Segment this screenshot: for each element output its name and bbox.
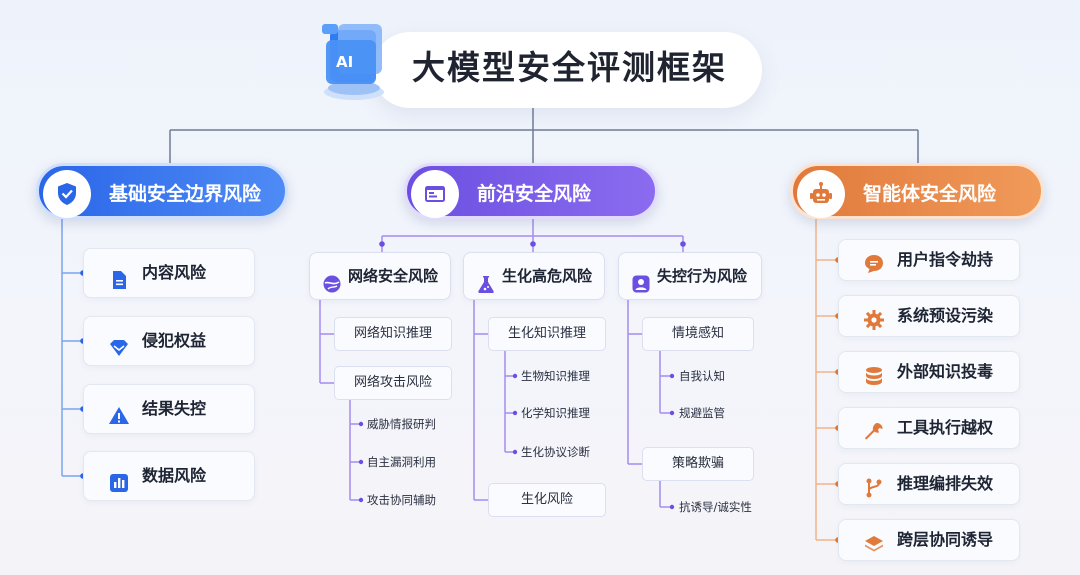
item-label: 侵犯权益 <box>142 331 207 350</box>
branch-icon <box>863 474 885 498</box>
ai-badge-text: AI <box>336 53 353 71</box>
sub-loss-of-control-behavior-risk: 失控行为风险 <box>618 252 762 300</box>
page-title: 大模型安全评测框架 <box>412 48 727 87</box>
item-outcome-loss-of-control: 结果失控 <box>83 384 255 434</box>
leaf-threat-intel-analysis: 威胁情报研判 <box>367 417 436 431</box>
sub-label: 生化高危风险 <box>502 267 593 285</box>
item-label: 工具执行越权 <box>897 418 994 437</box>
item-reasoning-orchestration-failure: 推理编排失效 <box>838 463 1020 505</box>
item-label: 跨层协同诱导 <box>897 530 994 549</box>
item-user-instruction-hijack: 用户指令劫持 <box>838 239 1020 281</box>
bar-chart-icon <box>108 465 130 492</box>
wrench-icon <box>863 418 885 440</box>
title-pill <box>372 32 762 108</box>
leaf-autonomous-vuln-exploit: 自主漏洞利用 <box>367 455 436 469</box>
node-strategic-deception: 策略欺骗 <box>642 447 754 481</box>
gear-icon <box>863 306 885 330</box>
category-agent-security: 智能体安全风险 <box>790 163 1044 219</box>
node-network-attack-risk: 网络攻击风险 <box>334 366 452 400</box>
sub-label: 失控行为风险 <box>657 267 748 285</box>
category-label: 智能体安全风险 <box>863 183 997 205</box>
category-label: 基础安全边界风险 <box>109 183 262 205</box>
item-tool-execution-overreach: 工具执行越权 <box>838 407 1020 449</box>
leaf-biology-knowledge-reasoning: 生物知识推理 <box>521 369 590 383</box>
diamond-icon <box>108 330 130 356</box>
item-label: 数据风险 <box>142 466 207 485</box>
user-lock-icon <box>631 266 651 293</box>
node-situational-awareness: 情境感知 <box>642 317 754 351</box>
leaf-self-awareness: 自我认知 <box>679 369 725 383</box>
item-system-preset-pollution: 系统预设污染 <box>838 295 1020 337</box>
item-label: 内容风险 <box>142 263 207 282</box>
flask-icon <box>476 266 496 293</box>
node-biochem-knowledge-reasoning: 生化知识推理 <box>488 317 606 351</box>
category-frontier-security: 前沿安全风险 <box>404 163 658 219</box>
chat-bubble-icon <box>863 250 885 273</box>
leaf-inducement-resistance-honesty: 抗诱导/诚实性 <box>679 500 752 514</box>
sub-label: 网络安全风险 <box>348 267 439 285</box>
sub-network-security-risk: 网络安全风险 <box>309 252 451 300</box>
item-label: 外部知识投毒 <box>897 362 994 381</box>
item-label: 系统预设污染 <box>897 306 994 325</box>
leaf-evade-oversight: 规避监管 <box>679 406 725 420</box>
ai-folder-icon: AI <box>308 18 400 110</box>
shield-icon <box>43 170 91 218</box>
item-external-knowledge-poisoning: 外部知识投毒 <box>838 351 1020 393</box>
item-cross-layer-induction: 跨层协同诱导 <box>838 519 1020 561</box>
item-rights-infringement: 侵犯权益 <box>83 316 255 366</box>
item-label: 用户指令劫持 <box>897 250 994 269</box>
globe-icon <box>322 266 342 293</box>
item-label: 结果失控 <box>142 399 207 418</box>
document-icon <box>108 262 130 289</box>
item-label: 推理编排失效 <box>897 474 994 493</box>
category-basic-security: 基础安全边界风险 <box>36 163 288 219</box>
layers-icon <box>863 530 885 552</box>
database-icon <box>863 362 885 385</box>
leaf-chemistry-knowledge-reasoning: 化学知识推理 <box>521 406 590 420</box>
node-biochem-risk: 生化风险 <box>488 483 606 517</box>
leaf-biochem-protocol-diagnosis: 生化协议诊断 <box>521 445 590 459</box>
node-network-knowledge-reasoning: 网络知识推理 <box>334 317 452 351</box>
warning-icon <box>108 398 130 424</box>
item-data-risk: 数据风险 <box>83 451 255 501</box>
sub-biochem-risk: 生化高危风险 <box>463 252 605 300</box>
category-label: 前沿安全风险 <box>477 183 592 205</box>
browser-window-icon <box>411 170 459 218</box>
leaf-attack-collaboration-assist: 攻击协同辅助 <box>367 493 436 507</box>
robot-icon <box>797 170 845 218</box>
item-content-risk: 内容风险 <box>83 248 255 298</box>
